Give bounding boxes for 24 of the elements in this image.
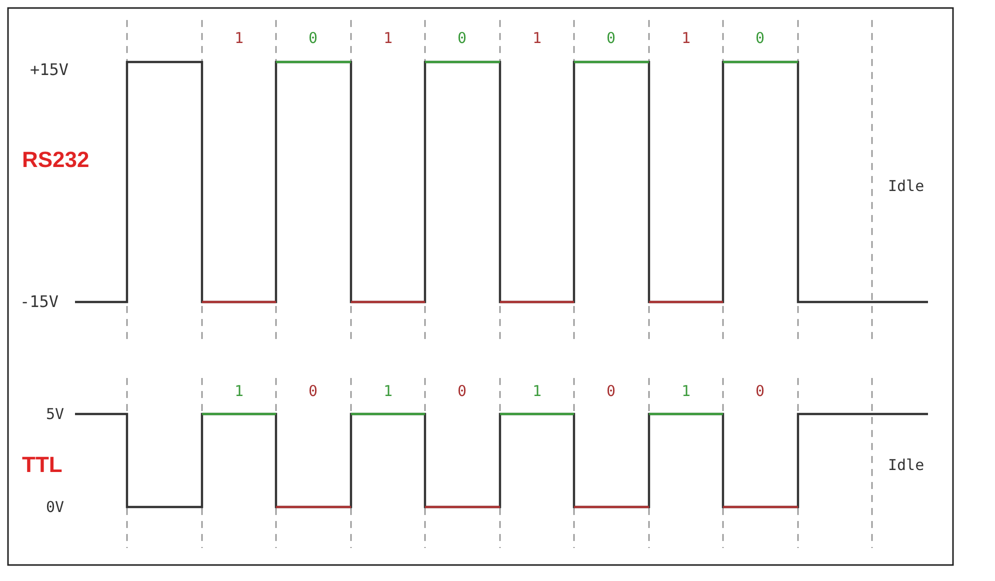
bit-label: 1 xyxy=(234,29,244,47)
bit-label: 1 xyxy=(532,29,542,47)
bit-label: 0 xyxy=(308,29,318,47)
state-label: Idle xyxy=(888,177,924,195)
signal-name: TTL xyxy=(22,452,62,478)
bit-label: 0 xyxy=(457,382,467,400)
voltage-label: +15V xyxy=(30,60,69,80)
bit-label: 1 xyxy=(532,382,542,400)
voltage-label: 0V xyxy=(46,498,64,516)
bit-label: 0 xyxy=(755,29,765,47)
voltage-label: -15V xyxy=(20,292,59,312)
bit-label: 1 xyxy=(383,29,393,47)
bit-label: 0 xyxy=(308,382,318,400)
bit-label: 1 xyxy=(681,382,691,400)
bit-label: 0 xyxy=(755,382,765,400)
bit-label: 1 xyxy=(383,382,393,400)
bit-label: 0 xyxy=(457,29,467,47)
bit-label: 0 xyxy=(606,382,616,400)
signal-name: RS232 xyxy=(22,147,90,173)
bit-label: 1 xyxy=(234,382,244,400)
bit-label: 1 xyxy=(681,29,691,47)
bit-label: 0 xyxy=(606,29,616,47)
state-label: Idle xyxy=(888,456,924,474)
voltage-label: 5V xyxy=(46,405,64,423)
